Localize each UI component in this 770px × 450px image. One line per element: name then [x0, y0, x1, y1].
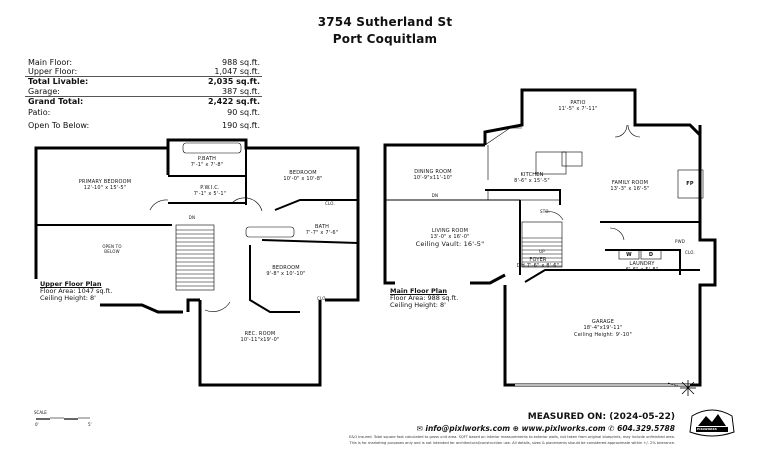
pixlworks-logo [689, 409, 735, 437]
scale-bar [36, 417, 90, 420]
closet-label: CLO. [325, 201, 335, 206]
dryer-label: D [648, 252, 654, 258]
powder-room-label: PWD [674, 239, 686, 244]
stat-value: 1,047 sq.ft. [214, 67, 260, 76]
stat-value: 2,422 sq.ft. [208, 97, 260, 106]
storage-label: STO. [539, 209, 551, 214]
washer-label: W [626, 252, 632, 258]
email-icon: ✉ [416, 424, 426, 433]
stat-value: 988 sq.ft. [222, 58, 260, 67]
contact-line: ✉ info@pixlworks.com ⊕ www.pixlworks.com… [300, 424, 675, 433]
scale-min: 0' [35, 422, 39, 427]
web-icon: ⊕ [512, 424, 522, 433]
stat-label: Grand Total: [28, 97, 84, 106]
email-link[interactable]: info@pixlworks.com [425, 424, 511, 433]
stairs-up-label: UP [539, 249, 545, 254]
phone-icon: ✆ [608, 424, 618, 433]
scale-max: 5' [88, 422, 92, 427]
stat-value: 2,035 sq.ft. [208, 77, 260, 86]
logo-text: PIXLWORKS [697, 427, 717, 431]
stat-value: 190 sq.ft. [222, 121, 260, 130]
compass-icon [667, 380, 696, 396]
divider [25, 76, 262, 77]
upper-floor-walls [34, 146, 168, 279]
stairs-down-label: DN [188, 215, 196, 220]
closet-label: CLO. [685, 250, 695, 255]
disclaimer: This is for marketing purposes only and … [349, 441, 675, 445]
property-address: 3754 Sutherland St [317, 15, 453, 29]
property-city: Port Coquitlam [332, 32, 438, 46]
measured-date: MEASURED ON: (2024-05-22) [527, 412, 675, 422]
website-link[interactable]: www.pixlworks.com [521, 424, 606, 433]
stat-value: 387 sq.ft. [222, 87, 260, 96]
stat-label: Upper Floor: [28, 67, 78, 76]
fireplace-label: FP [686, 181, 694, 187]
room-p-wic: P.W.I.C.7'-1" x 5'-1" [193, 185, 227, 197]
stat-label: Garage: [28, 87, 60, 96]
stat-label: Main Floor: [28, 58, 73, 67]
closet-label: CLO. [317, 296, 327, 301]
phone-number: 604.329.5788 [617, 424, 675, 433]
stat-label: Patio: [28, 108, 51, 117]
scale-label: SCALE [34, 410, 47, 415]
disclaimer: E&O Insured. Total square foot calculate… [349, 435, 675, 439]
upper-stairs [176, 229, 214, 287]
stat-value: 90 sq.ft. [227, 108, 260, 117]
divider [25, 96, 262, 97]
stairs-down-label: DN [431, 193, 439, 198]
stat-label: Total Livable: [28, 77, 89, 86]
main-floor-walls [383, 143, 485, 285]
stat-label: Open To Below: [28, 121, 90, 130]
